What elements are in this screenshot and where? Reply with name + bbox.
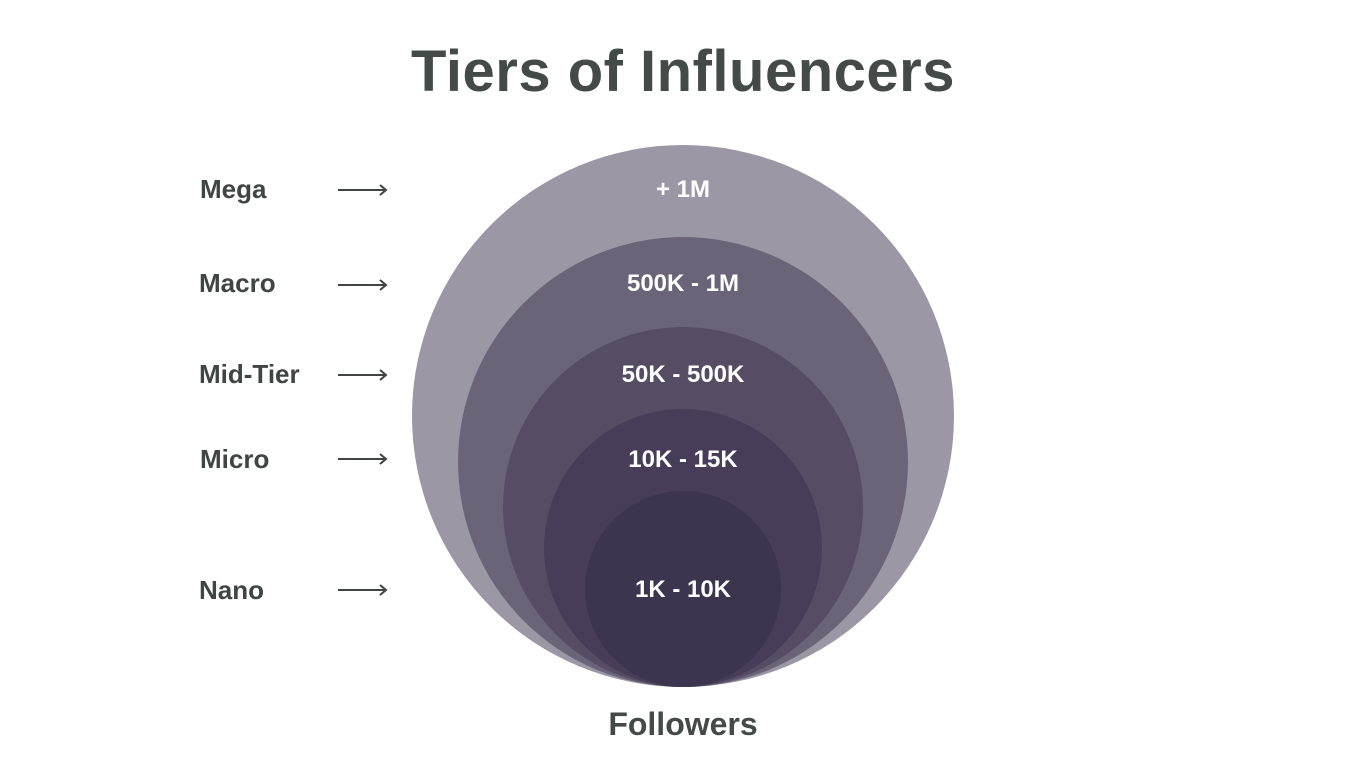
arrow-right-icon — [338, 453, 388, 465]
range-macro: 500K - 1M — [626, 270, 740, 297]
range-micro: 10K - 15K — [628, 446, 738, 473]
arrow-right-icon — [338, 279, 388, 291]
arrow-right-icon — [338, 584, 388, 596]
circle-nano — [585, 491, 781, 687]
tier-label-micro: Micro — [200, 444, 270, 474]
arrow-right-icon — [338, 369, 388, 381]
range-mega: + 1M — [655, 176, 711, 203]
tier-label-macro: Macro — [199, 268, 276, 298]
tier-label-nano: Nano — [199, 575, 264, 605]
range-nano: 1K - 10K — [634, 576, 732, 603]
tier-label-mega: Mega — [200, 174, 267, 204]
range-mid-tier: 50K - 500K — [621, 361, 745, 388]
diagram-title: Tiers of Influencers — [411, 39, 955, 104]
arrow-right-icon — [338, 184, 388, 196]
tier-label-mid-tier: Mid-Tier — [199, 359, 300, 389]
followers-caption: Followers — [608, 706, 758, 742]
